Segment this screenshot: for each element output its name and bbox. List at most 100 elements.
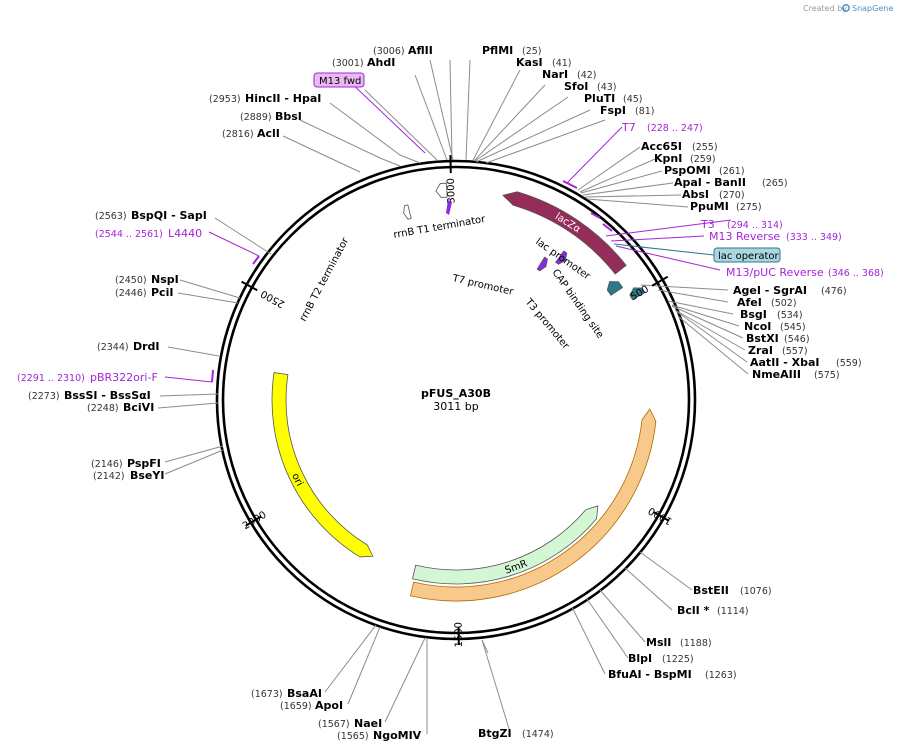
site-pos-blpi: (1225) <box>662 654 694 665</box>
primer-name-t3: T3 <box>700 218 715 231</box>
primer-markers <box>164 79 623 383</box>
backbone-outer-ring <box>215 159 697 641</box>
leader-line <box>364 89 438 161</box>
lac-operator-label: lac operator <box>718 251 779 262</box>
feature-rrnb-t2-terminator <box>403 204 412 220</box>
leader-line <box>610 235 705 242</box>
primer-bar-m13-reverse <box>602 223 613 232</box>
feature-ori <box>271 372 374 558</box>
site-name-kasi: KasI <box>516 56 543 69</box>
t7-promoter-label: T7 promoter <box>450 273 515 298</box>
leader-line <box>674 309 746 351</box>
site-pos-ppumi: (275) <box>736 202 762 213</box>
site-name-bfuai: BfuAI - BspMI <box>608 668 692 681</box>
leader-line <box>671 304 740 327</box>
site-pos-nari: (42) <box>577 70 597 81</box>
plasmid-size: 3011 bp <box>433 400 478 413</box>
site-pos-absi: (270) <box>719 190 745 201</box>
primer-range-l4440: (2544 .. 2561) <box>95 229 163 240</box>
plasmid-name: pFUS_A30B <box>421 387 491 400</box>
site-pos-pspomi: (261) <box>719 166 745 177</box>
site-name-zrai: ZraI <box>748 344 773 357</box>
leader-line <box>657 289 729 303</box>
leader-line <box>164 445 224 463</box>
leader-line <box>214 217 272 255</box>
site-pos-bcli: (1114) <box>717 606 749 617</box>
site-pos-aflii: (3006) <box>373 46 405 57</box>
feature-lacz <box>502 191 627 275</box>
site-name-pluti: PluTI <box>584 92 615 105</box>
leader-line <box>605 219 732 237</box>
primer-name-pbr322ori: pBR322ori-F <box>90 371 158 384</box>
leader-line <box>671 305 744 339</box>
leader-line <box>481 639 489 654</box>
site-name-pflmi: PflMI <box>482 44 513 57</box>
site-name-bsaai: BsaAI <box>287 687 322 700</box>
site-name-kpni: KpnI <box>654 152 682 165</box>
site-name-naei: NaeI <box>354 717 382 730</box>
m13-fwd-marker <box>446 200 452 215</box>
leader-line <box>474 96 569 162</box>
site-pos-bsteii: (1076) <box>740 586 772 597</box>
site-pos-ngomiv: (1565) <box>337 731 369 742</box>
tick-label-3000: 3000 <box>446 178 458 204</box>
feature-cap-binding-site <box>629 287 646 301</box>
lac-operator-box <box>713 247 781 263</box>
leader-line <box>667 300 734 315</box>
site-name-msli: MslI <box>646 636 671 649</box>
credit-text: Created by <box>803 4 847 13</box>
site-pos-nmeaiii: (575) <box>814 370 840 381</box>
site-pos-btgzi: (1474) <box>522 729 554 740</box>
leader-line <box>640 284 729 291</box>
primer-name-m13-puc-reverse: M13/pUC Reverse <box>726 266 824 279</box>
primer-range-m13-puc-reverse: (346 .. 368) <box>828 268 884 279</box>
leader-line <box>613 243 715 256</box>
primer-leader-l4440 <box>208 231 260 257</box>
feature-t7-promoter <box>555 250 568 265</box>
site-name-blpi: BlpI <box>628 652 652 665</box>
leader-line <box>579 158 656 193</box>
site-leader-lines <box>157 59 749 734</box>
primer-name-m13-reverse: M13 Reverse <box>709 230 780 243</box>
site-name-bbsi: BbsI <box>275 110 302 123</box>
primer-bar-l4440 <box>252 255 260 265</box>
credit-brand: SnapGene <box>852 4 893 13</box>
site-pos-zrai: (557) <box>782 346 808 357</box>
leader-line <box>347 626 381 705</box>
site-name-bspqi: BspQI - SapI <box>131 209 207 222</box>
leader-line <box>577 146 641 191</box>
leader-line <box>157 402 219 409</box>
m13-fwd-box <box>313 72 365 88</box>
site-pos-ahdi: (3001) <box>332 58 364 69</box>
site-pos-msli: (1188) <box>680 638 712 649</box>
site-name-sfoi: SfoI <box>564 80 588 93</box>
primer-bar-t7 <box>562 180 578 189</box>
primer-name-t7: T7 <box>621 121 636 134</box>
leader-line <box>584 194 682 198</box>
feature-smr <box>411 505 599 585</box>
site-pos-drdi: (2344) <box>97 342 129 353</box>
m13-fwd-label: M13 fwd <box>319 76 361 87</box>
leader-line <box>473 84 546 162</box>
leader-line <box>384 637 426 723</box>
leader-line <box>429 59 454 161</box>
leader-line <box>177 292 239 304</box>
site-name-ncoi: NcoI <box>744 320 771 333</box>
site-name-apai: ApaI - BanII <box>674 176 746 189</box>
site-name-hincii: HincII - HpaI <box>245 92 321 105</box>
site-pos-bfuai: (1263) <box>705 670 737 681</box>
snapgene-credit: Created by SnapGene <box>803 4 893 13</box>
leader-line <box>624 567 673 611</box>
site-name-absi: AbsI <box>682 188 709 201</box>
feature-label-ori: ori <box>289 472 305 489</box>
primer-leader-pbr322ori <box>164 376 213 383</box>
backbone-inner-ring <box>221 165 691 635</box>
feature-t3-promoter <box>536 256 548 272</box>
site-pos-bbsi: (2889) <box>240 112 272 123</box>
site-name-bsssi: BssSI - BssSαI <box>64 389 151 402</box>
site-name-bsgi: BsgI <box>740 308 767 321</box>
leader-line <box>599 589 646 643</box>
leader-line <box>481 639 511 733</box>
site-name-bcli: BclI * <box>677 604 710 617</box>
primer-range-m13-reverse: (333 .. 349) <box>786 232 842 243</box>
